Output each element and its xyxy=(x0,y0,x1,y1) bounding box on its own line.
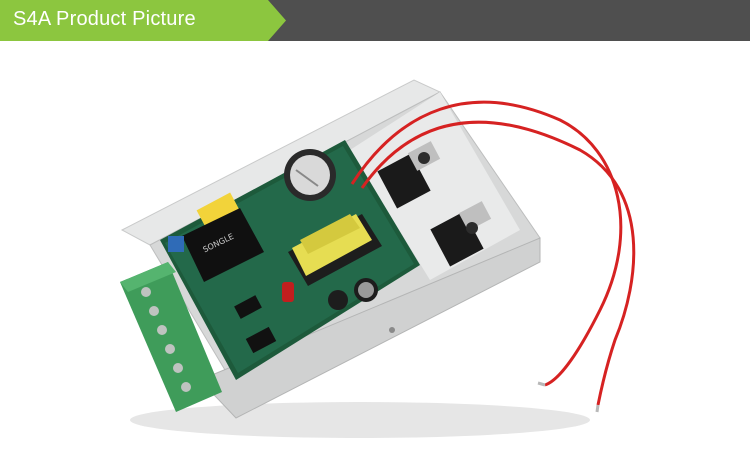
potentiometer xyxy=(168,236,184,252)
red-wire-1 xyxy=(350,100,623,387)
terminal-block xyxy=(120,262,222,412)
wire-tip-2 xyxy=(595,404,600,413)
ic-chip-2 xyxy=(245,326,277,354)
transistor-2 xyxy=(430,201,492,267)
page-title: S4A Product Picture xyxy=(13,8,196,30)
ic-chip-1 xyxy=(234,295,262,319)
red-wire-2 xyxy=(360,120,636,406)
transistor-1 xyxy=(377,141,441,209)
heatsink-plate xyxy=(350,92,520,280)
header-banner: S4A Product Picture xyxy=(0,0,750,41)
red-capacitor xyxy=(282,282,294,302)
drop-shadow xyxy=(130,402,590,438)
relay: SONGLE xyxy=(182,208,264,282)
pcb-board-face xyxy=(165,146,414,373)
banner-green-tab xyxy=(0,0,286,41)
electrolytic-capacitor xyxy=(284,149,336,201)
yellow-capacitor xyxy=(196,192,242,232)
transformer xyxy=(288,214,382,286)
small-capacitor-2 xyxy=(328,290,348,310)
enclosure-front-wall xyxy=(199,237,541,419)
mounting-hole xyxy=(389,327,395,333)
product-photo: SONGLE xyxy=(120,79,636,438)
wire-tip-1 xyxy=(537,381,546,387)
